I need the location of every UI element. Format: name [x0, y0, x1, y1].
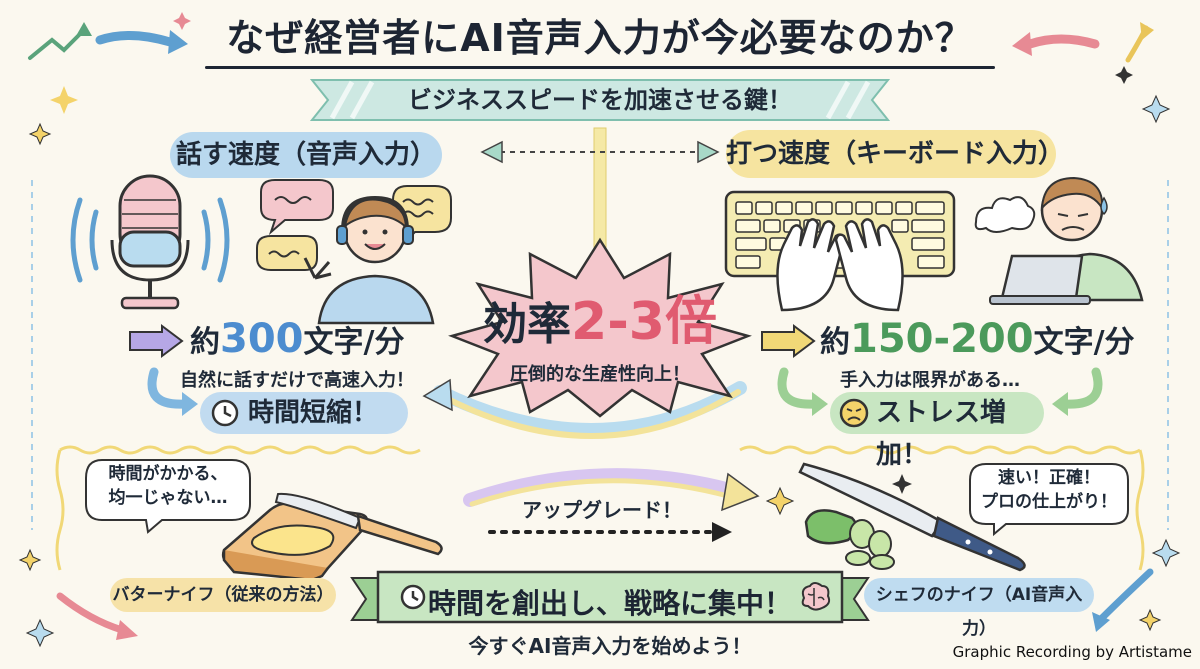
chef-bubble-line1: 速い！正確！ [998, 468, 1100, 488]
call-to-action: 今すぐAI音声入力を始めよう！ [468, 634, 752, 658]
time-saving-text: 時間短縮！ [248, 398, 379, 428]
speaking-arrow-icon [129, 324, 184, 358]
subtitle: ビジネススピードを加速させる鍵！ [408, 86, 792, 114]
microphone-icon [70, 174, 230, 310]
credit: Graphic Recording by Artistame [952, 643, 1192, 661]
title-underline [205, 66, 995, 69]
upgrade-arrow [463, 468, 760, 542]
typing-rate-unit: 文字/分 [1033, 325, 1135, 360]
upgrade-text: アップグレード！ [522, 498, 682, 522]
typing-rate: 約150-200文字/分 [820, 316, 1135, 362]
typing-note: 手入力は限界がある… [840, 370, 1020, 391]
typing-result-arrow-left-icon [777, 367, 828, 416]
efficiency-main: 効率2-3倍 [470, 294, 730, 353]
frustrated-face-icon [839, 398, 869, 428]
efficiency-label: 効率 [483, 299, 572, 350]
butter-knife-toast-illustration [221, 492, 443, 582]
typing-person-illustration [974, 176, 1144, 305]
typing-result-arrow-right-icon [1052, 367, 1103, 416]
speaking-rate: 約300文字/分 [190, 316, 404, 362]
conclusion-ribbon [350, 570, 870, 624]
butter-bubble-line2: 均一じゃない… [108, 488, 228, 508]
speaking-rate-number: 300 [220, 316, 304, 362]
speaking-rate-unit: 文字/分 [303, 325, 405, 360]
brain-icon [801, 582, 831, 611]
clock-icon [211, 399, 239, 427]
efficiency-multiplier: 2-3倍 [571, 292, 717, 352]
butter-knife-label: バターナイフ（従来の方法） [110, 578, 336, 612]
speaking-person-illustration [256, 179, 452, 325]
butter-bubble-text: 時間がかかる、 均一じゃない… [84, 462, 252, 510]
speaking-note: 自然に話すだけで高速入力！ [180, 370, 414, 391]
stress-badge: ストレス増加！ [830, 392, 1044, 470]
chef-bubble-text: 速い！正確！ プロの仕上がり！ [970, 466, 1128, 514]
typing-rate-number: 150-200 [850, 316, 1034, 362]
keyboard-illustration [724, 190, 956, 312]
subtitle-banner [309, 79, 891, 121]
chef-knife-cucumber-illustration [798, 462, 1026, 572]
time-saving-badge: 時間短縮！ [200, 392, 408, 434]
stress-text: ストレス増加！ [876, 398, 1007, 470]
conclusion-text: 時間を創出し、戦略に集中！ [427, 587, 792, 620]
butter-bubble-line1: 時間がかかる、 [108, 464, 228, 484]
speaking-heading: 話す速度（音声入力） [170, 132, 442, 178]
chef-bubble-line2: プロの仕上がり！ [981, 492, 1117, 512]
efficiency-burst [448, 237, 752, 418]
speaking-result-arrow-icon [147, 367, 198, 416]
speaking-rate-prefix: 約 [190, 325, 220, 360]
typing-heading: 打つ速度（キーボード入力） [726, 130, 1064, 178]
page-title: なぜ経営者にAI音声入力が今必要なのか？ [226, 16, 974, 60]
chef-knife-label: シェフのナイフ（AI音声入力） [864, 578, 1094, 639]
typing-rate-prefix: 約 [820, 325, 850, 360]
chef-speech-bubble [969, 463, 1129, 537]
typing-arrow-icon [761, 324, 816, 358]
clock-icon-2 [400, 584, 426, 610]
butter-speech-bubble [85, 459, 251, 534]
efficiency-sub: 圧倒的な生産性向上！ [510, 364, 690, 385]
